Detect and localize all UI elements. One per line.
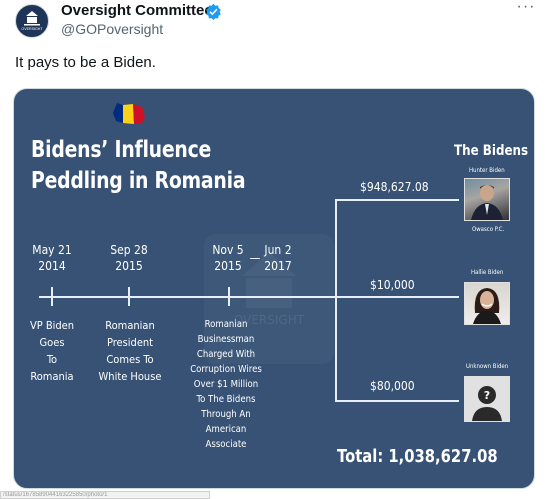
oversight-logo-icon: OVERSIGHT — [21, 11, 43, 31]
bidens-heading: The Bidens — [454, 143, 529, 159]
timeline-event: Romanian Businessman Charged With Corrup… — [190, 319, 262, 450]
branch-line — [335, 199, 459, 201]
verified-badge-icon — [206, 3, 221, 20]
payment-amount: $10,000 — [370, 278, 415, 292]
unknown-person-icon: ? — [464, 376, 510, 422]
payment-amount: $80,000 — [370, 379, 415, 393]
author-handle[interactable]: @GOPoversight — [61, 21, 164, 37]
author-name[interactable]: Oversight Committee — [61, 2, 213, 19]
hallie-biden-photo — [464, 282, 510, 325]
payment-amount: $948,627.08 — [360, 180, 429, 194]
tweet-image[interactable]: OVERSIGHT Bidens’ Influence Peddling in … — [13, 88, 535, 489]
recipient-name: Hunter Biden — [469, 167, 505, 174]
recipient-sub: Owasco P.C. — [472, 226, 505, 233]
graphic-title: Bidens’ Influence Peddling in Romania — [31, 137, 246, 194]
timeline-tick — [51, 287, 53, 306]
avatar[interactable]: OVERSIGHT — [15, 4, 49, 38]
svg-text:OVERSIGHT: OVERSIGHT — [234, 313, 305, 327]
timeline-event: VP Biden Goes To Romania — [29, 319, 75, 383]
timeline-tick — [228, 287, 230, 306]
timeline-tick — [128, 287, 130, 306]
branch-line — [335, 296, 459, 298]
avatar-label: OVERSIGHT — [21, 27, 43, 31]
branch-vertical — [335, 199, 337, 401]
branch-line — [335, 400, 459, 402]
hunter-biden-photo — [464, 178, 510, 221]
date-separator: — — [249, 251, 261, 265]
oversight-watermark: OVERSIGHT — [204, 234, 334, 364]
status-bar-url: /status/1678589044163225850/photo/1 — [0, 491, 210, 499]
recipient-name: Hallie Biden — [471, 269, 504, 276]
tweet-text: It pays to be a Biden. — [15, 54, 156, 71]
romania-flag-icon — [113, 103, 145, 124]
recipient-name: Unknown Biden — [466, 363, 509, 370]
timeline-axis — [39, 296, 335, 298]
more-options-icon[interactable]: ··· — [516, 0, 536, 15]
svg-text:?: ? — [484, 389, 490, 402]
timeline-event: Romanian President Comes To White House — [98, 319, 162, 383]
total-amount: Total: 1,038,627.08 — [337, 446, 498, 467]
